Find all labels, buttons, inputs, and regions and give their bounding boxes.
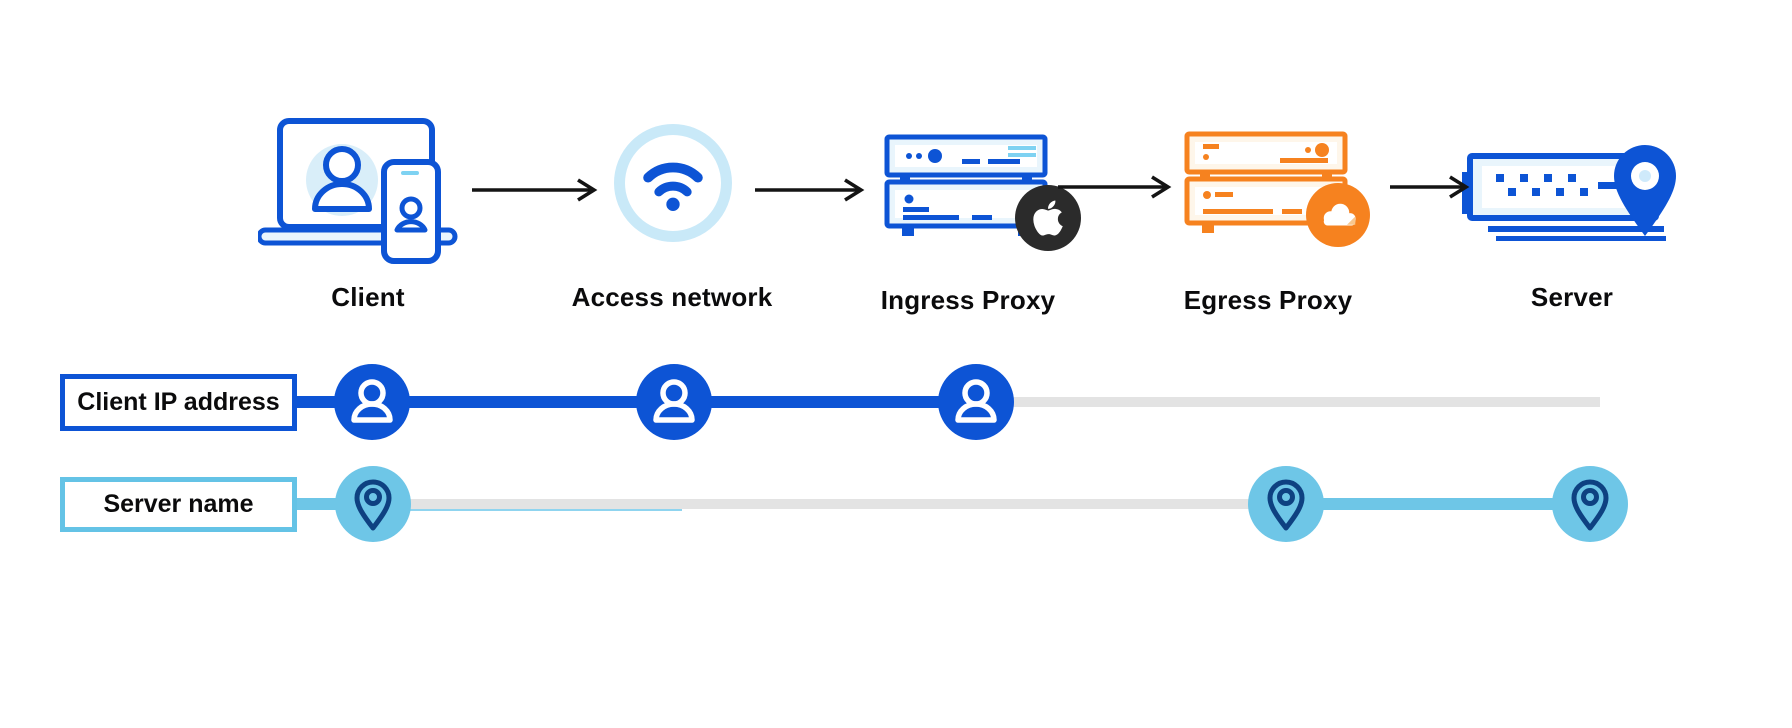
server-name-marker-client: [335, 466, 411, 542]
wifi-icon: [643, 162, 703, 211]
client-devices-icon: [258, 118, 458, 264]
node-label-ingress-proxy: Ingress Proxy: [880, 285, 1056, 315]
cloudflare-logo-icon: [1306, 183, 1370, 247]
location-pin-icon: [1267, 479, 1305, 531]
client-ip-marker-client: [334, 364, 410, 440]
access-network-circle: [614, 124, 732, 242]
server-name-marker-egress-proxy: [1248, 466, 1324, 542]
node-label-egress-proxy: Egress Proxy: [1183, 285, 1353, 315]
server-name-thin-accent-line: [405, 509, 682, 511]
arrow-egress-to-server-icon: [1390, 175, 1470, 199]
user-icon: [955, 379, 997, 423]
server-name-marker-server: [1552, 466, 1628, 542]
server-name-label: Server name: [103, 490, 254, 518]
arrow-client-to-access-icon: [472, 178, 598, 202]
apple-logo-icon: [1015, 185, 1081, 251]
location-pin-icon: [1571, 479, 1609, 531]
egress-proxy-rack-icon: [1184, 131, 1348, 233]
location-pin-icon: [354, 479, 392, 531]
client-ip-inactive-line: [976, 397, 1600, 407]
client-ip-label-box: Client IP address: [60, 374, 297, 431]
client-ip-marker-access-network: [636, 364, 712, 440]
server-name-label-box: Server name: [60, 477, 297, 532]
arrow-ingress-to-egress-icon: [1058, 175, 1172, 199]
node-label-access-network: Access network: [571, 282, 773, 312]
cloud-icon: [1323, 203, 1356, 226]
client-ip-label: Client IP address: [77, 388, 280, 416]
user-icon: [351, 379, 393, 423]
node-label-client: Client: [331, 282, 405, 312]
server-location-pin-icon: [1614, 145, 1676, 236]
client-ip-active-line: [290, 396, 976, 408]
node-label-server: Server: [1530, 282, 1614, 312]
arrow-access-to-ingress-icon: [755, 178, 865, 202]
user-icon: [653, 379, 695, 423]
server-name-inactive-line: [373, 499, 1286, 509]
server-name-active-line: [1286, 498, 1590, 510]
client-ip-marker-ingress-proxy: [938, 364, 1014, 440]
